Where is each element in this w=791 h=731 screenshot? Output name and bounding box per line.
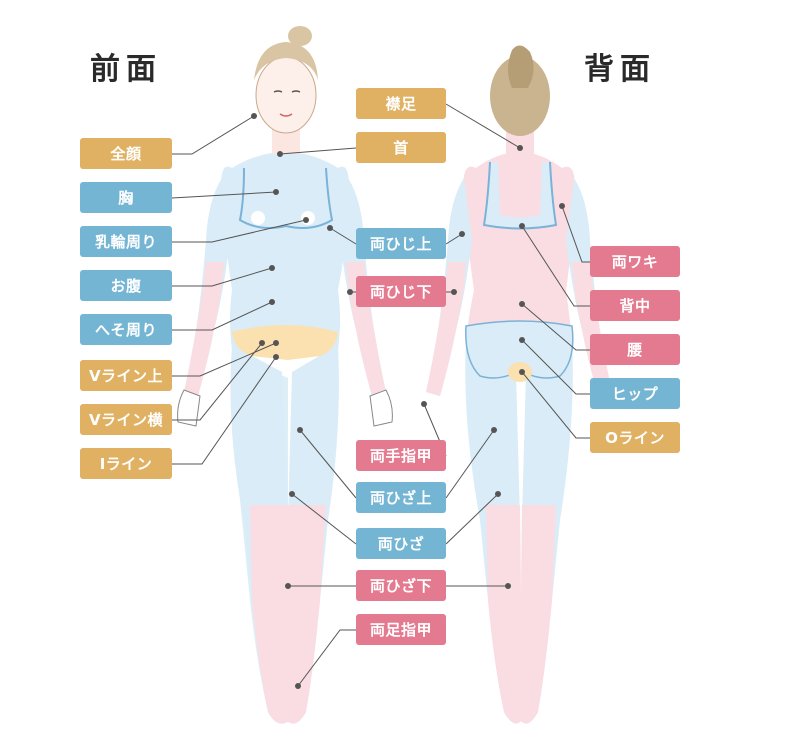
label-senaka: 背中 (590, 290, 680, 321)
dot-ryohiza-ue-back (491, 427, 497, 433)
label-ryoashi-yubi: 両足指甲 (356, 614, 446, 645)
front-torso (221, 152, 349, 350)
label-kubi: 首 (356, 132, 446, 163)
dot-senaka (519, 223, 525, 229)
back-figure (426, 45, 612, 724)
label-ryohiza-ue: 両ひざ上 (356, 482, 446, 513)
label-koshi: 腰 (590, 334, 680, 365)
label-ryohiza: 両ひざ (356, 528, 446, 559)
dot-iline (273, 354, 279, 360)
label-hip: ヒップ (590, 378, 680, 409)
back-heading: 背面 (584, 52, 656, 87)
label-onaka: お腹 (80, 270, 172, 301)
dot-ryohiji-shita-front (347, 289, 353, 295)
dot-zenkan (251, 113, 257, 119)
connector-lines (171, 103, 590, 687)
label-vline-ue: Vライン上 (80, 360, 172, 391)
dot-onaka (269, 265, 275, 271)
dot-nyurin (303, 217, 309, 223)
label-ryohiji-shita: 両ひじ下 (356, 276, 446, 307)
label-erikashi: 襟足 (356, 88, 446, 119)
front-heading: 前面 (90, 52, 162, 87)
dot-koshi (519, 301, 525, 307)
dot-ryote-yubi (421, 401, 427, 407)
label-mune: 胸 (80, 182, 172, 213)
dot-oline (519, 369, 525, 375)
dot-ryohiza-shita-back (505, 583, 511, 589)
label-ryohiza-shita: 両ひざ下 (356, 570, 446, 601)
dot-hip (519, 337, 525, 343)
label-ryohiji-ue: 両ひじ上 (356, 228, 446, 259)
label-nyurin: 乳輪周り (80, 226, 172, 257)
dot-mune (273, 189, 279, 195)
dot-vline-yoko (259, 340, 265, 346)
label-iline: Iライン (80, 448, 172, 479)
dot-ryoashi-yubi (295, 683, 301, 689)
dot-ryohiza-shita-front (285, 583, 291, 589)
label-oline: Oライン (590, 422, 680, 453)
dot-erikashi (517, 145, 523, 151)
dot-ryohiza-front (289, 491, 295, 497)
label-zenkan: 全顔 (80, 138, 172, 169)
connector-dots (251, 113, 565, 689)
dot-hesomawari (269, 299, 275, 305)
dot-ryowaki (559, 203, 565, 209)
dot-ryohiji-ue-front (327, 225, 333, 231)
dot-ryohiji-ue-back (459, 231, 465, 237)
dot-ryohiza-back (495, 491, 501, 497)
dot-ryohiza-ue-front (297, 427, 303, 433)
label-ryowaki: 両ワキ (590, 246, 680, 277)
label-hesomawari: へそ周り (80, 314, 172, 345)
dot-ryohiji-shita-back (451, 289, 457, 295)
front-head (255, 56, 317, 134)
dot-vline-ue (273, 340, 279, 346)
label-vline-yoko: Vライン横 (80, 404, 172, 435)
label-ryote-yubi: 両手指甲 (356, 440, 446, 471)
dot-kubi (277, 151, 283, 157)
